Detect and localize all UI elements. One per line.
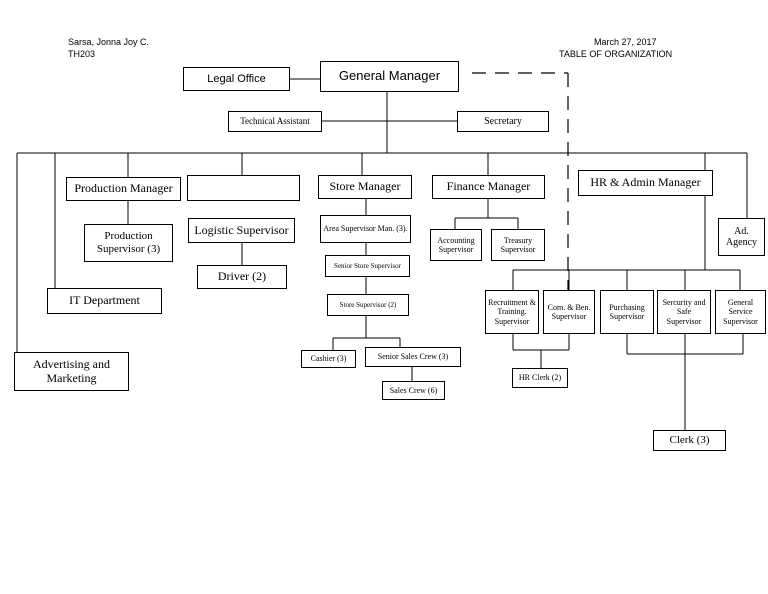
box-comben-supervisor: Com. & Ben. Supervisor: [543, 290, 595, 334]
box-recruitment-supervisor: Recruitment & Training. Supervisor: [485, 290, 539, 334]
box-advertising-marketing: Advertising and Marketing: [14, 352, 129, 391]
document-title: TABLE OF ORGANIZATION: [559, 49, 673, 59]
box-general-manager: General Manager: [320, 61, 459, 92]
box-area-supervisor: Area Supervisor Man. (3).: [320, 215, 411, 243]
box-security-supervisor: Sercurity and Safe Supervisor: [657, 290, 711, 334]
box-treasury-supervisor: Treasury Supervisor: [491, 229, 545, 261]
box-technical-assistant: Technical Assistant: [228, 111, 322, 132]
box-ad-agency: Ad. Agency: [718, 218, 765, 256]
box-senior-sales-crew: Senior Sales Crew (3): [365, 347, 461, 367]
box-production-manager: Production Manager: [66, 177, 181, 201]
section-code: TH203: [68, 49, 96, 59]
box-accounting-supervisor: Accounting Supervisor: [430, 229, 482, 261]
author-name: Sarsa, Jonna Joy C.: [68, 37, 150, 47]
document-date: March 27, 2017: [594, 37, 657, 47]
box-production-supervisor: Production Supervisor (3): [84, 224, 173, 262]
box-store-manager: Store Manager: [318, 175, 412, 199]
box-clerk: Clerk (3): [653, 430, 726, 451]
box-sales-crew: Sales Crew (6): [382, 381, 445, 400]
box-hr-admin-manager: HR & Admin Manager: [578, 170, 713, 196]
box-legal-office: Legal Office: [183, 67, 290, 91]
box-purchasing-supervisor: Purchasing Supervisor: [600, 290, 654, 334]
box-senior-store-supervisor: Senior Store Supervisor: [325, 255, 410, 277]
box-driver: Driver (2): [197, 265, 287, 289]
box-hr-clerk: HR Clerk (2): [512, 368, 568, 388]
box-store-supervisor: Store Supervisor (2): [327, 294, 409, 316]
box-secretary: Secretary: [457, 111, 549, 132]
box-finance-manager: Finance Manager: [432, 175, 545, 199]
box-logistic-supervisor: Logistic Supervisor: [188, 218, 295, 243]
box-unlabeled: [187, 175, 300, 201]
box-it-department: IT Department: [47, 288, 162, 314]
box-general-service-supervisor: General Service Supervisor: [715, 290, 766, 334]
box-cashier: Cashier (3): [301, 350, 356, 368]
